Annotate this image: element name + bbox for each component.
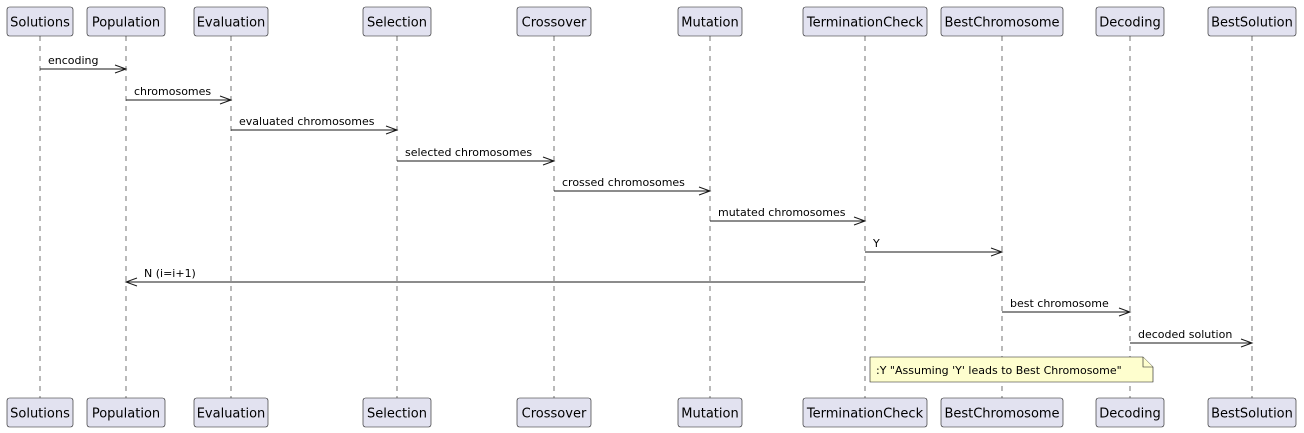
participant-population-bottom: Population (86, 397, 166, 428)
participant-bestchromosome-top: BestChromosome (940, 6, 1064, 37)
participant-selection-top: Selection (362, 6, 432, 37)
arrow-head-icon (698, 186, 712, 196)
participant-box (193, 6, 269, 37)
participant-label: Decoding (1099, 16, 1160, 31)
participant-evaluation-top: Evaluation (193, 6, 269, 37)
participant-label: BestSolution (1211, 16, 1293, 31)
message-label: Y (872, 237, 880, 250)
message-evaluated-chromosomes: evaluated chromosomes (231, 115, 399, 135)
participant-box (362, 6, 432, 37)
participant-bestchromosome-bottom: BestChromosome (940, 397, 1064, 428)
participant-terminationcheck-top: TerminationCheck (802, 6, 928, 37)
participant-label: Mutation (681, 407, 738, 422)
arrow-head-icon (1240, 338, 1254, 348)
participant-box (802, 6, 928, 37)
message-chromosomes: chromosomes (126, 85, 233, 105)
message-label: chromosomes (134, 85, 211, 98)
participant-selection-bottom: Selection (362, 397, 432, 428)
note-body (869, 356, 1154, 383)
participant-label: Crossover (522, 407, 587, 422)
note-text: :Y "Assuming 'Y' leads to Best Chromosom… (876, 364, 1122, 377)
participant-box (802, 397, 928, 428)
participant-bestsolution-top: BestSolution (1207, 6, 1297, 37)
participant-label: Population (92, 407, 160, 422)
arrow-head-icon (853, 216, 867, 226)
participant-label: TerminationCheck (806, 407, 924, 422)
participant-label: Selection (367, 407, 427, 422)
participant-box (1207, 6, 1297, 37)
participant-label: Mutation (681, 16, 738, 31)
participant-box (677, 397, 743, 428)
participant-mutation-top: Mutation (677, 6, 743, 37)
participant-box (6, 6, 74, 37)
arrow-head-icon (385, 125, 399, 135)
participant-box (677, 6, 743, 37)
participant-label: Solutions (10, 407, 70, 422)
participant-mutation-bottom: Mutation (677, 397, 743, 428)
participant-label: BestChromosome (944, 407, 1059, 422)
participant-label: TerminationCheck (806, 16, 924, 31)
participant-solutions-top: Solutions (6, 6, 74, 37)
participant-evaluation-bottom: Evaluation (193, 397, 269, 428)
participant-terminationcheck-bottom: TerminationCheck (802, 397, 928, 428)
arrow-head-icon (114, 64, 128, 74)
message-y: Y (865, 237, 1004, 257)
participant-label: BestSolution (1211, 407, 1293, 422)
message-encoding: encoding (40, 54, 128, 74)
message-label: mutated chromosomes (718, 206, 846, 219)
message-selected-chromosomes: selected chromosomes (397, 146, 556, 166)
participant-box (193, 397, 269, 428)
arrow-head-icon (219, 95, 233, 105)
participant-box (1095, 6, 1165, 37)
note: :Y "Assuming 'Y' leads to Best Chromosom… (869, 356, 1154, 383)
participant-population-top: Population (86, 6, 166, 37)
participant-label: Crossover (522, 16, 587, 31)
message-decoded-solution: decoded solution (1130, 328, 1254, 348)
participant-label: Evaluation (197, 407, 266, 422)
message-label: crossed chromosomes (562, 176, 685, 189)
participant-crossover-bottom: Crossover (516, 397, 592, 428)
participant-decoding-top: Decoding (1095, 6, 1165, 37)
participant-box (516, 6, 592, 37)
participant-box (1207, 397, 1297, 428)
participant-bestsolution-bottom: BestSolution (1207, 397, 1297, 428)
message-label: best chromosome (1010, 297, 1109, 310)
message-label: selected chromosomes (405, 146, 532, 159)
participant-box (940, 397, 1064, 428)
message-best-chromosome: best chromosome (1002, 297, 1132, 317)
participant-solutions-bottom: Solutions (6, 397, 74, 428)
note-fold-icon (1142, 357, 1153, 368)
message-label: N (i=i+1) (144, 267, 196, 280)
message-n-i-i-1: N (i=i+1) (124, 267, 865, 287)
arrow-head-icon (542, 156, 556, 166)
participant-crossover-top: Crossover (516, 6, 592, 37)
message-label: evaluated chromosomes (239, 115, 375, 128)
participant-box (940, 6, 1064, 37)
participant-label: BestChromosome (944, 16, 1059, 31)
arrow-head-icon (1118, 307, 1132, 317)
message-mutated-chromosomes: mutated chromosomes (710, 206, 867, 226)
arrow-head-icon (124, 277, 138, 287)
participant-label: Population (92, 16, 160, 31)
message-crossed-chromosomes: crossed chromosomes (554, 176, 712, 196)
participant-label: Decoding (1099, 407, 1160, 422)
participant-box (86, 6, 166, 37)
participant-box (516, 397, 592, 428)
arrow-head-icon (990, 247, 1004, 257)
message-label: decoded solution (1138, 328, 1232, 341)
participant-box (6, 397, 74, 428)
participant-label: Solutions (10, 16, 70, 31)
participant-box (86, 397, 166, 428)
message-label: encoding (48, 54, 99, 67)
participant-box (1095, 397, 1165, 428)
participant-label: Evaluation (197, 16, 266, 31)
participant-box (362, 397, 432, 428)
participant-decoding-bottom: Decoding (1095, 397, 1165, 428)
participant-label: Selection (367, 16, 427, 31)
